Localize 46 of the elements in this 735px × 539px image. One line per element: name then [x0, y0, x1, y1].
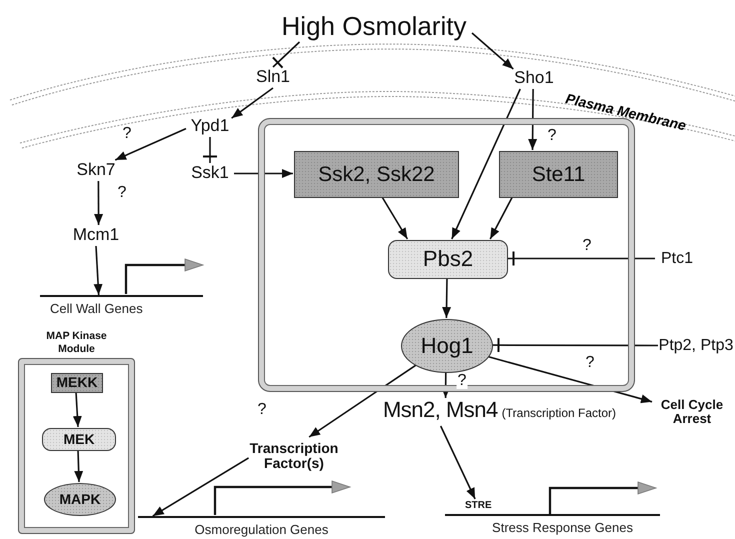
- gene-label: Stress Response Genes: [491, 519, 634, 536]
- gene-label: Osmoregulation Genes: [194, 521, 330, 538]
- protein-label: High Osmolarity: [276, 10, 472, 42]
- arrow: [440, 426, 476, 500]
- protein-label: Sln1: [252, 67, 294, 88]
- edge-label: ?: [456, 373, 468, 389]
- protein-label: Transcription Factor(s): [240, 437, 348, 475]
- module-heading: MAP Kinase Module: [45, 330, 108, 356]
- arrow: [72, 392, 82, 428]
- kinase-ellipse: Hog1: [401, 319, 493, 373]
- kinase-box: Ste11: [499, 151, 618, 198]
- inhibition-line: [202, 137, 218, 163]
- arrow: [471, 32, 514, 70]
- arrow: [451, 88, 521, 240]
- inhibition-line: [507, 250, 655, 266]
- kinase-ellipse: MAPK: [44, 483, 116, 516]
- protein-label: Ypd1: [186, 116, 234, 137]
- protein-label: Mcm1: [70, 225, 122, 246]
- protein-label: Ptc1: [655, 248, 699, 269]
- arrow: [308, 364, 416, 438]
- arrow: [152, 457, 250, 517]
- kinase-box: MEK: [42, 428, 116, 451]
- inhibition-line: [492, 337, 658, 354]
- arrow: [94, 181, 104, 225]
- arrow: [381, 196, 408, 240]
- gene-label: Cell Wall Genes: [49, 300, 144, 316]
- kinase-box: MEKK: [51, 373, 103, 393]
- arrow: [442, 278, 452, 318]
- protein-label: Msn2, Msn4: [382, 398, 498, 422]
- element-label: STRE: [464, 499, 493, 513]
- arrow: [231, 87, 274, 119]
- protein-label: Sho1: [511, 68, 557, 89]
- factor-note: (Transcription Factor): [502, 407, 616, 420]
- protein-label: Skn7: [72, 160, 120, 181]
- protein-label: Ptp2, Ptp3: [658, 335, 734, 356]
- inhibition-line: [272, 41, 300, 69]
- protein-label: Ssk1: [186, 163, 234, 184]
- arrow: [74, 450, 84, 482]
- kinase-box: Pbs2: [388, 240, 508, 279]
- arrow: [528, 89, 538, 150]
- arrow: [114, 128, 186, 161]
- kinase-box: Ssk2, Ssk22: [294, 151, 459, 198]
- arrow: [234, 169, 293, 178]
- arrow: [490, 196, 513, 240]
- arrow: [94, 246, 103, 296]
- protein-label: Cell Cycle Arrest: [652, 395, 732, 429]
